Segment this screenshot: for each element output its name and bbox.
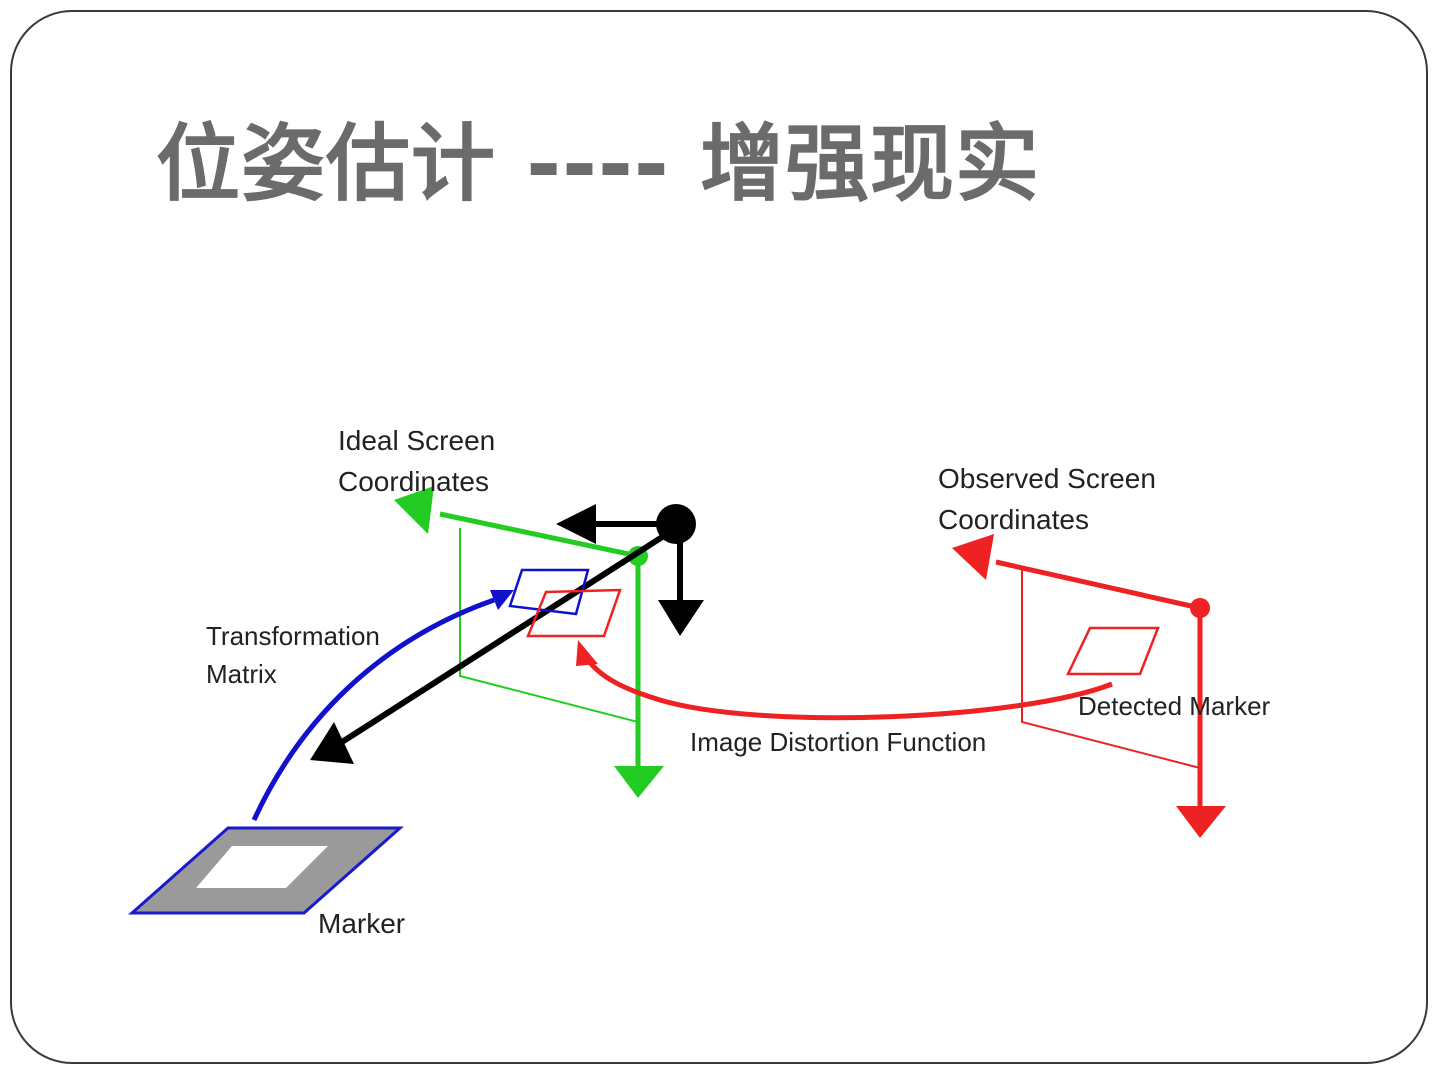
camera-origin xyxy=(656,504,696,544)
camera-z-axis xyxy=(340,529,672,745)
observed-origin-dot xyxy=(1190,598,1210,618)
detected-marker-label: Detected Marker xyxy=(1078,691,1271,721)
marker-inner-square xyxy=(196,846,328,888)
camera-y-arrowhead xyxy=(658,600,704,636)
observed-y-arrowhead xyxy=(1176,806,1226,838)
transformation-arrowhead xyxy=(490,590,514,610)
camera-x-arrowhead xyxy=(556,504,596,544)
slide-title: 位姿估计 ---- 增强现实 xyxy=(156,115,1040,213)
transformation-label-line2: Matrix xyxy=(206,659,277,689)
observed-screen-label-line1: Observed Screen xyxy=(938,463,1156,494)
ideal-screen-plane xyxy=(394,486,664,798)
observed-screen-plane xyxy=(952,534,1226,838)
ideal-x-arrowhead xyxy=(394,486,434,534)
observed-x-axis xyxy=(995,559,1201,611)
observed-screen-label-line2: Coordinates xyxy=(938,504,1089,535)
ideal-y-arrowhead xyxy=(614,766,664,798)
camera-frame xyxy=(310,504,704,764)
distortion-arrow xyxy=(576,640,1113,721)
distortion-label: Image Distortion Function xyxy=(690,727,986,757)
camera-z-arrowhead xyxy=(310,722,354,764)
ideal-projected-marker xyxy=(508,568,590,616)
marker-shape xyxy=(128,826,404,915)
marker-label: Marker xyxy=(318,908,405,939)
observed-plane-outline xyxy=(1021,568,1201,769)
ideal-x-axis xyxy=(439,511,639,559)
ideal-plane-outline xyxy=(459,528,639,723)
detected-marker-outline xyxy=(1066,626,1160,676)
ideal-screen-label-line1: Ideal Screen xyxy=(338,425,495,456)
distorted-projected-marker xyxy=(526,588,622,638)
transformation-arrow xyxy=(251,590,514,822)
ideal-screen-label-line2: Coordinates xyxy=(338,466,489,497)
transformation-label-line1: Transformation xyxy=(206,621,380,651)
observed-x-arrowhead xyxy=(952,534,994,580)
distortion-arrowhead xyxy=(576,640,598,666)
